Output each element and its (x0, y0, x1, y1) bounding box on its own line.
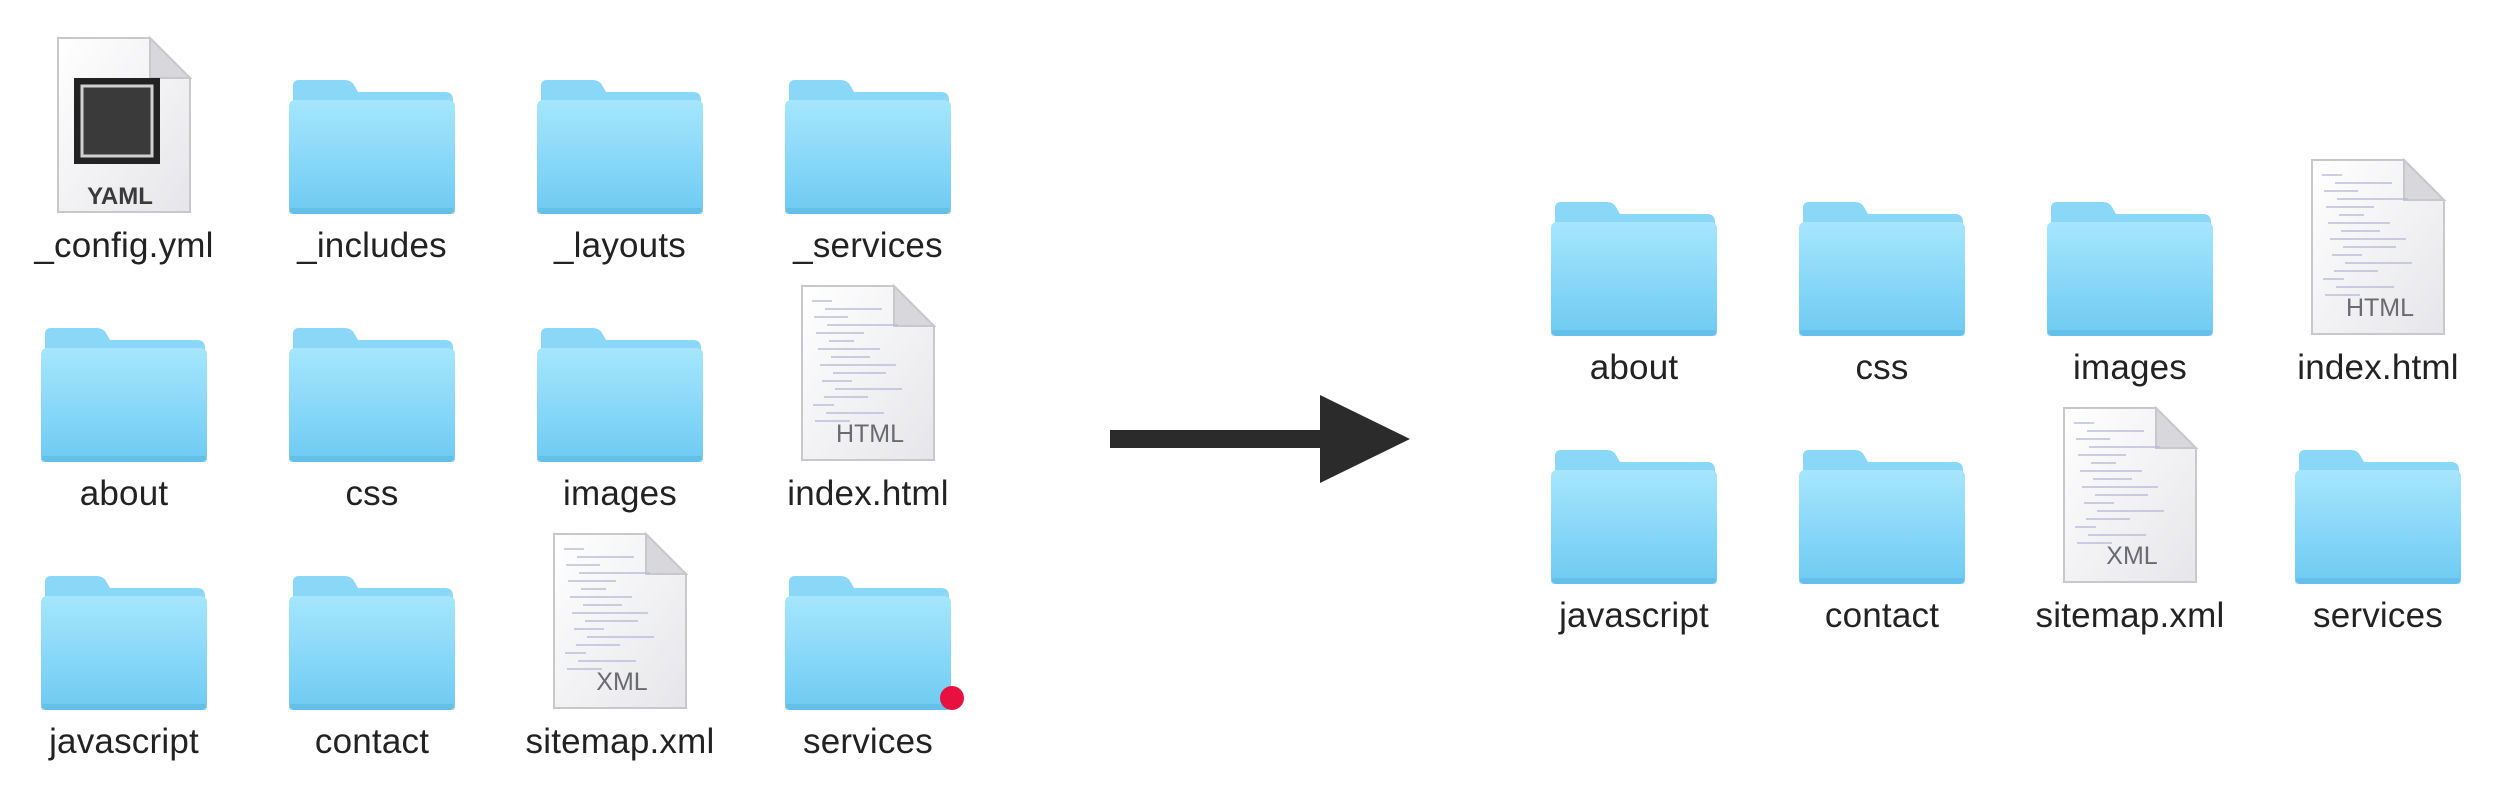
svg-text:XML: XML (2106, 542, 2158, 570)
item-label: _includes (297, 226, 447, 265)
file-item[interactable]: XML sitemap.xml (2006, 388, 2254, 636)
folder-icon (1758, 140, 2006, 338)
folder-item[interactable]: contact (1758, 388, 2006, 636)
folder-icon (248, 514, 496, 712)
folder-item[interactable]: javascript (0, 514, 248, 762)
folder-item[interactable]: css (1758, 140, 2006, 388)
item-label: about (1589, 348, 1679, 387)
file-item[interactable]: XML sitemap.xml (496, 514, 744, 762)
folder-item[interactable]: javascript (1510, 388, 1758, 636)
source-file-grid: YAML _config.yml _includes _layouts (0, 18, 992, 762)
item-label: _services (793, 226, 943, 265)
folder-icon (744, 18, 992, 216)
svg-text:HTML: HTML (2346, 294, 2414, 322)
xml-file-icon: XML (496, 514, 744, 712)
folder-icon (496, 18, 744, 216)
html-file-icon: HTML (2254, 140, 2500, 338)
xml-file-icon: XML (2006, 388, 2254, 586)
html-file-icon: HTML (744, 266, 992, 464)
folder-icon (1510, 388, 1758, 586)
folder-icon (744, 514, 992, 712)
svg-text:HTML: HTML (836, 420, 904, 448)
right-arrow-icon (1110, 395, 1410, 483)
folder-icon (2006, 140, 2254, 338)
item-label: contact (1824, 596, 1940, 635)
item-label: services (2313, 596, 2443, 635)
item-label: images (2072, 348, 2188, 387)
yaml-file-icon: YAML (0, 18, 248, 216)
folder-icon (248, 18, 496, 216)
output-file-grid: about css images (1510, 140, 2500, 636)
folder-icon (1510, 140, 1758, 338)
item-label: javascript (1559, 596, 1709, 635)
file-item[interactable]: HTML index.html (744, 266, 992, 514)
item-label: css (345, 474, 399, 513)
folder-item[interactable]: services (744, 514, 992, 762)
svg-text:YAML: YAML (87, 183, 153, 210)
folder-icon (2254, 388, 2500, 586)
item-label: javascript (49, 722, 199, 761)
item-label: css (1855, 348, 1909, 387)
folder-icon (0, 266, 248, 464)
item-label: services (803, 722, 933, 761)
folder-item[interactable]: _includes (248, 18, 496, 266)
folder-item[interactable]: _services (744, 18, 992, 266)
item-label: contact (314, 722, 430, 761)
folder-item[interactable]: images (2006, 140, 2254, 388)
item-label: images (562, 474, 678, 513)
folder-icon (0, 514, 248, 712)
item-label: _layouts (554, 226, 686, 265)
folder-item[interactable]: _layouts (496, 18, 744, 266)
folder-icon (496, 266, 744, 464)
folder-item[interactable]: about (0, 266, 248, 514)
folder-icon (248, 266, 496, 464)
svg-text:XML: XML (596, 668, 648, 696)
file-item[interactable]: HTML index.html (2254, 140, 2500, 388)
item-label: index.html (787, 474, 949, 513)
item-label: sitemap.xml (2035, 596, 2225, 635)
folder-item[interactable]: images (496, 266, 744, 514)
folder-item[interactable]: about (1510, 140, 1758, 388)
folder-icon (1758, 388, 2006, 586)
folder-item[interactable]: contact (248, 514, 496, 762)
item-label: sitemap.xml (525, 722, 715, 761)
item-label: about (79, 474, 169, 513)
folder-item[interactable]: css (248, 266, 496, 514)
item-label: index.html (2297, 348, 2459, 387)
file-item[interactable]: YAML _config.yml (0, 18, 248, 266)
item-label: _config.yml (34, 226, 214, 265)
folder-item[interactable]: services (2254, 388, 2500, 636)
red-tag-dot-icon (940, 686, 964, 710)
